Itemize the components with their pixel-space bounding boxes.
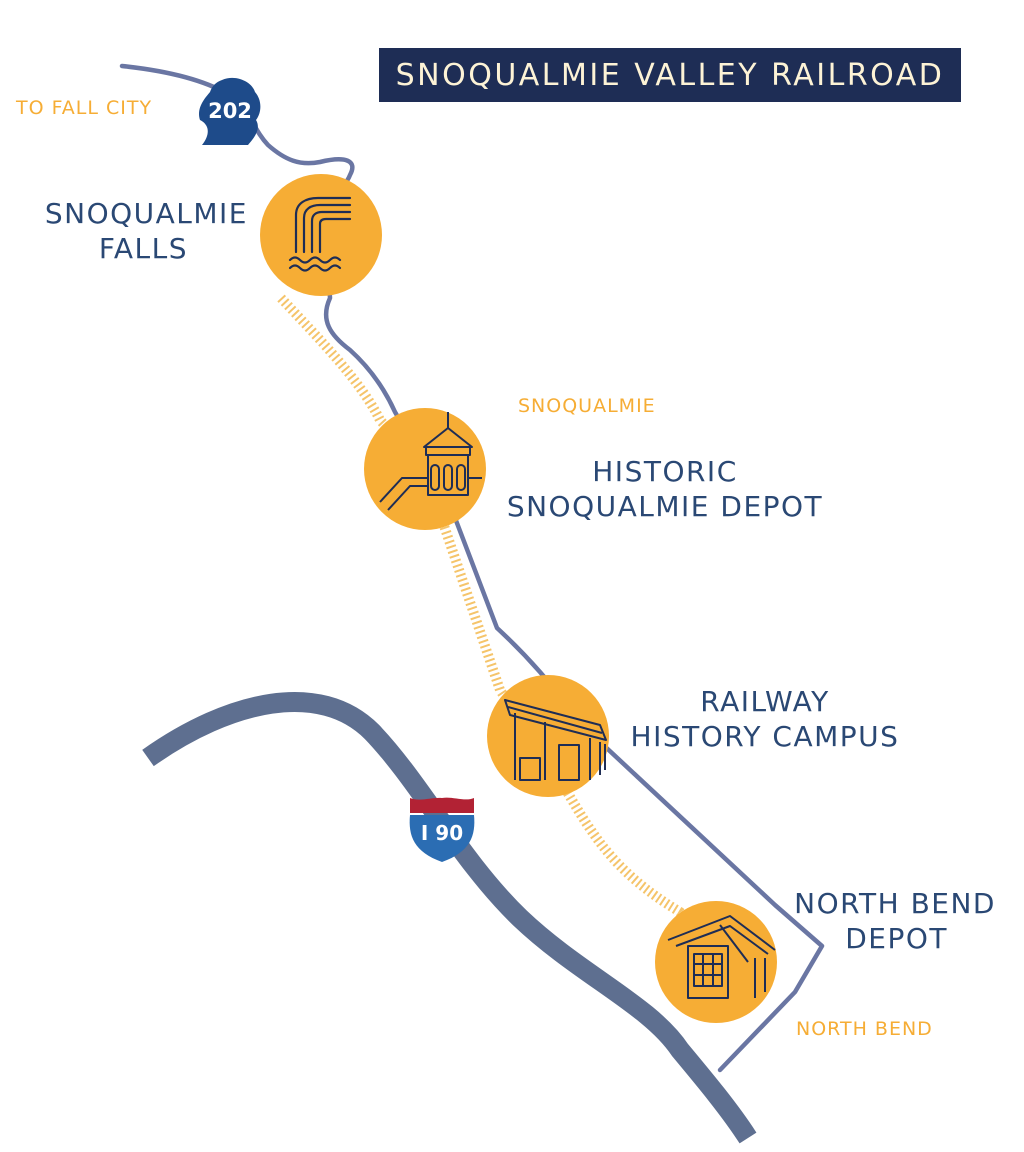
stop-north-bend-depot[interactable] — [655, 901, 777, 1023]
stop-snoqualmie-falls[interactable] — [260, 174, 382, 296]
map-title: SNOQUALMIE VALLEY RAILROAD — [395, 57, 945, 93]
stop-historic-snoqualmie-depot[interactable] — [364, 408, 486, 530]
interstate-90-number: I 90 — [421, 821, 463, 845]
train-shed-icon — [504, 699, 607, 781]
to-fall-city-label: TO FALL CITY — [16, 97, 153, 119]
stop-label-snoqualmie-falls: SNOQUALMIE FALLS — [20, 196, 248, 266]
stop-label-north-bend-depot: NORTH BEND DEPOT — [770, 886, 996, 956]
interstate-90-road — [142, 692, 757, 1144]
stop-label-historic-snoqualmie-depot: HISTORIC SNOQUALMIE DEPOT — [500, 454, 830, 524]
stop-label-line1: NORTH BEND — [794, 887, 996, 920]
stop-label-line1: RAILWAY — [700, 685, 830, 718]
north-bend-town-label: NORTH BEND — [796, 1018, 933, 1040]
stop-label-line2: FALLS — [98, 232, 188, 265]
snoqualmie-town-label: SNOQUALMIE — [518, 395, 656, 417]
stop-railway-history-campus[interactable] — [487, 675, 609, 797]
interstate-90-shield: I 90 — [409, 797, 475, 862]
map-title-box: SNOQUALMIE VALLEY RAILROAD — [379, 48, 961, 102]
stop-label-line1: SNOQUALMIE — [44, 197, 248, 230]
depot-tower-icon — [379, 412, 482, 511]
stop-label-railway-history-campus: RAILWAY HISTORY CAMPUS — [618, 684, 912, 754]
waterfall-icon — [288, 196, 352, 272]
route-202-shield: 202 — [199, 77, 261, 145]
stop-label-line2: SNOQUALMIE DEPOT — [506, 490, 824, 523]
route-202-number: 202 — [208, 99, 252, 123]
stop-label-line1: HISTORIC — [592, 455, 738, 488]
depot-building-icon — [667, 915, 776, 999]
stop-label-line2: HISTORY CAMPUS — [630, 720, 900, 753]
stop-label-line2: DEPOT — [845, 922, 948, 955]
